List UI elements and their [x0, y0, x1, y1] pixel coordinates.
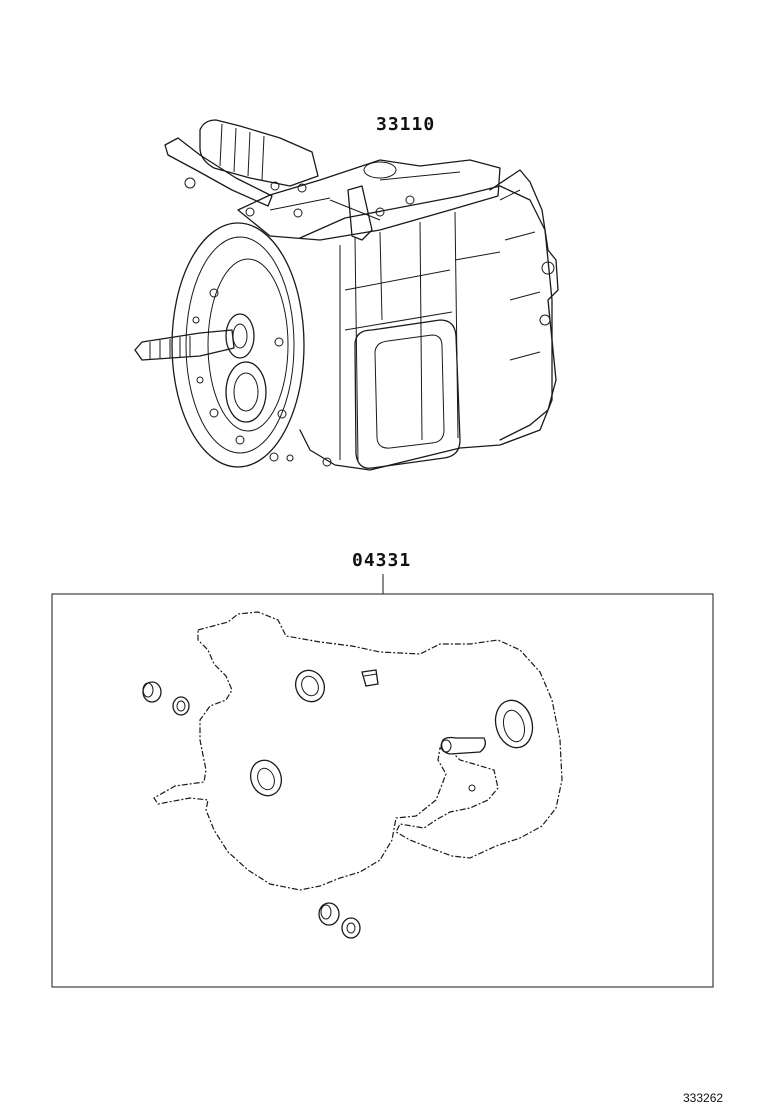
bell-housing: [171, 222, 305, 468]
gasket-kit-box: [51, 593, 714, 988]
transmission-case: [299, 185, 553, 471]
inspection-cover: [354, 319, 461, 469]
plug-bottom: [318, 902, 340, 926]
shift-rod-seal: [441, 736, 486, 755]
control-lever: [164, 137, 273, 207]
plug-left: [142, 681, 162, 703]
gasket-kit-illustration[interactable]: [142, 611, 563, 939]
diagram-id: 333262: [683, 1091, 724, 1105]
gasket-outline: [153, 611, 563, 891]
washer-left: [172, 696, 190, 716]
rear-oil-seal: [494, 699, 534, 749]
part-number-transmission-assembly[interactable]: 33110: [376, 114, 436, 135]
front-oil-seal: [294, 669, 326, 703]
shift-housing: [237, 159, 501, 241]
bushing: [361, 669, 379, 687]
shift-cylinder: [199, 119, 319, 187]
washer-bottom: [341, 917, 361, 939]
transmission-assembly-illustration[interactable]: [134, 119, 559, 471]
part-number-gasket-kit[interactable]: 04331: [352, 550, 412, 571]
side-oil-seal: [249, 759, 283, 797]
